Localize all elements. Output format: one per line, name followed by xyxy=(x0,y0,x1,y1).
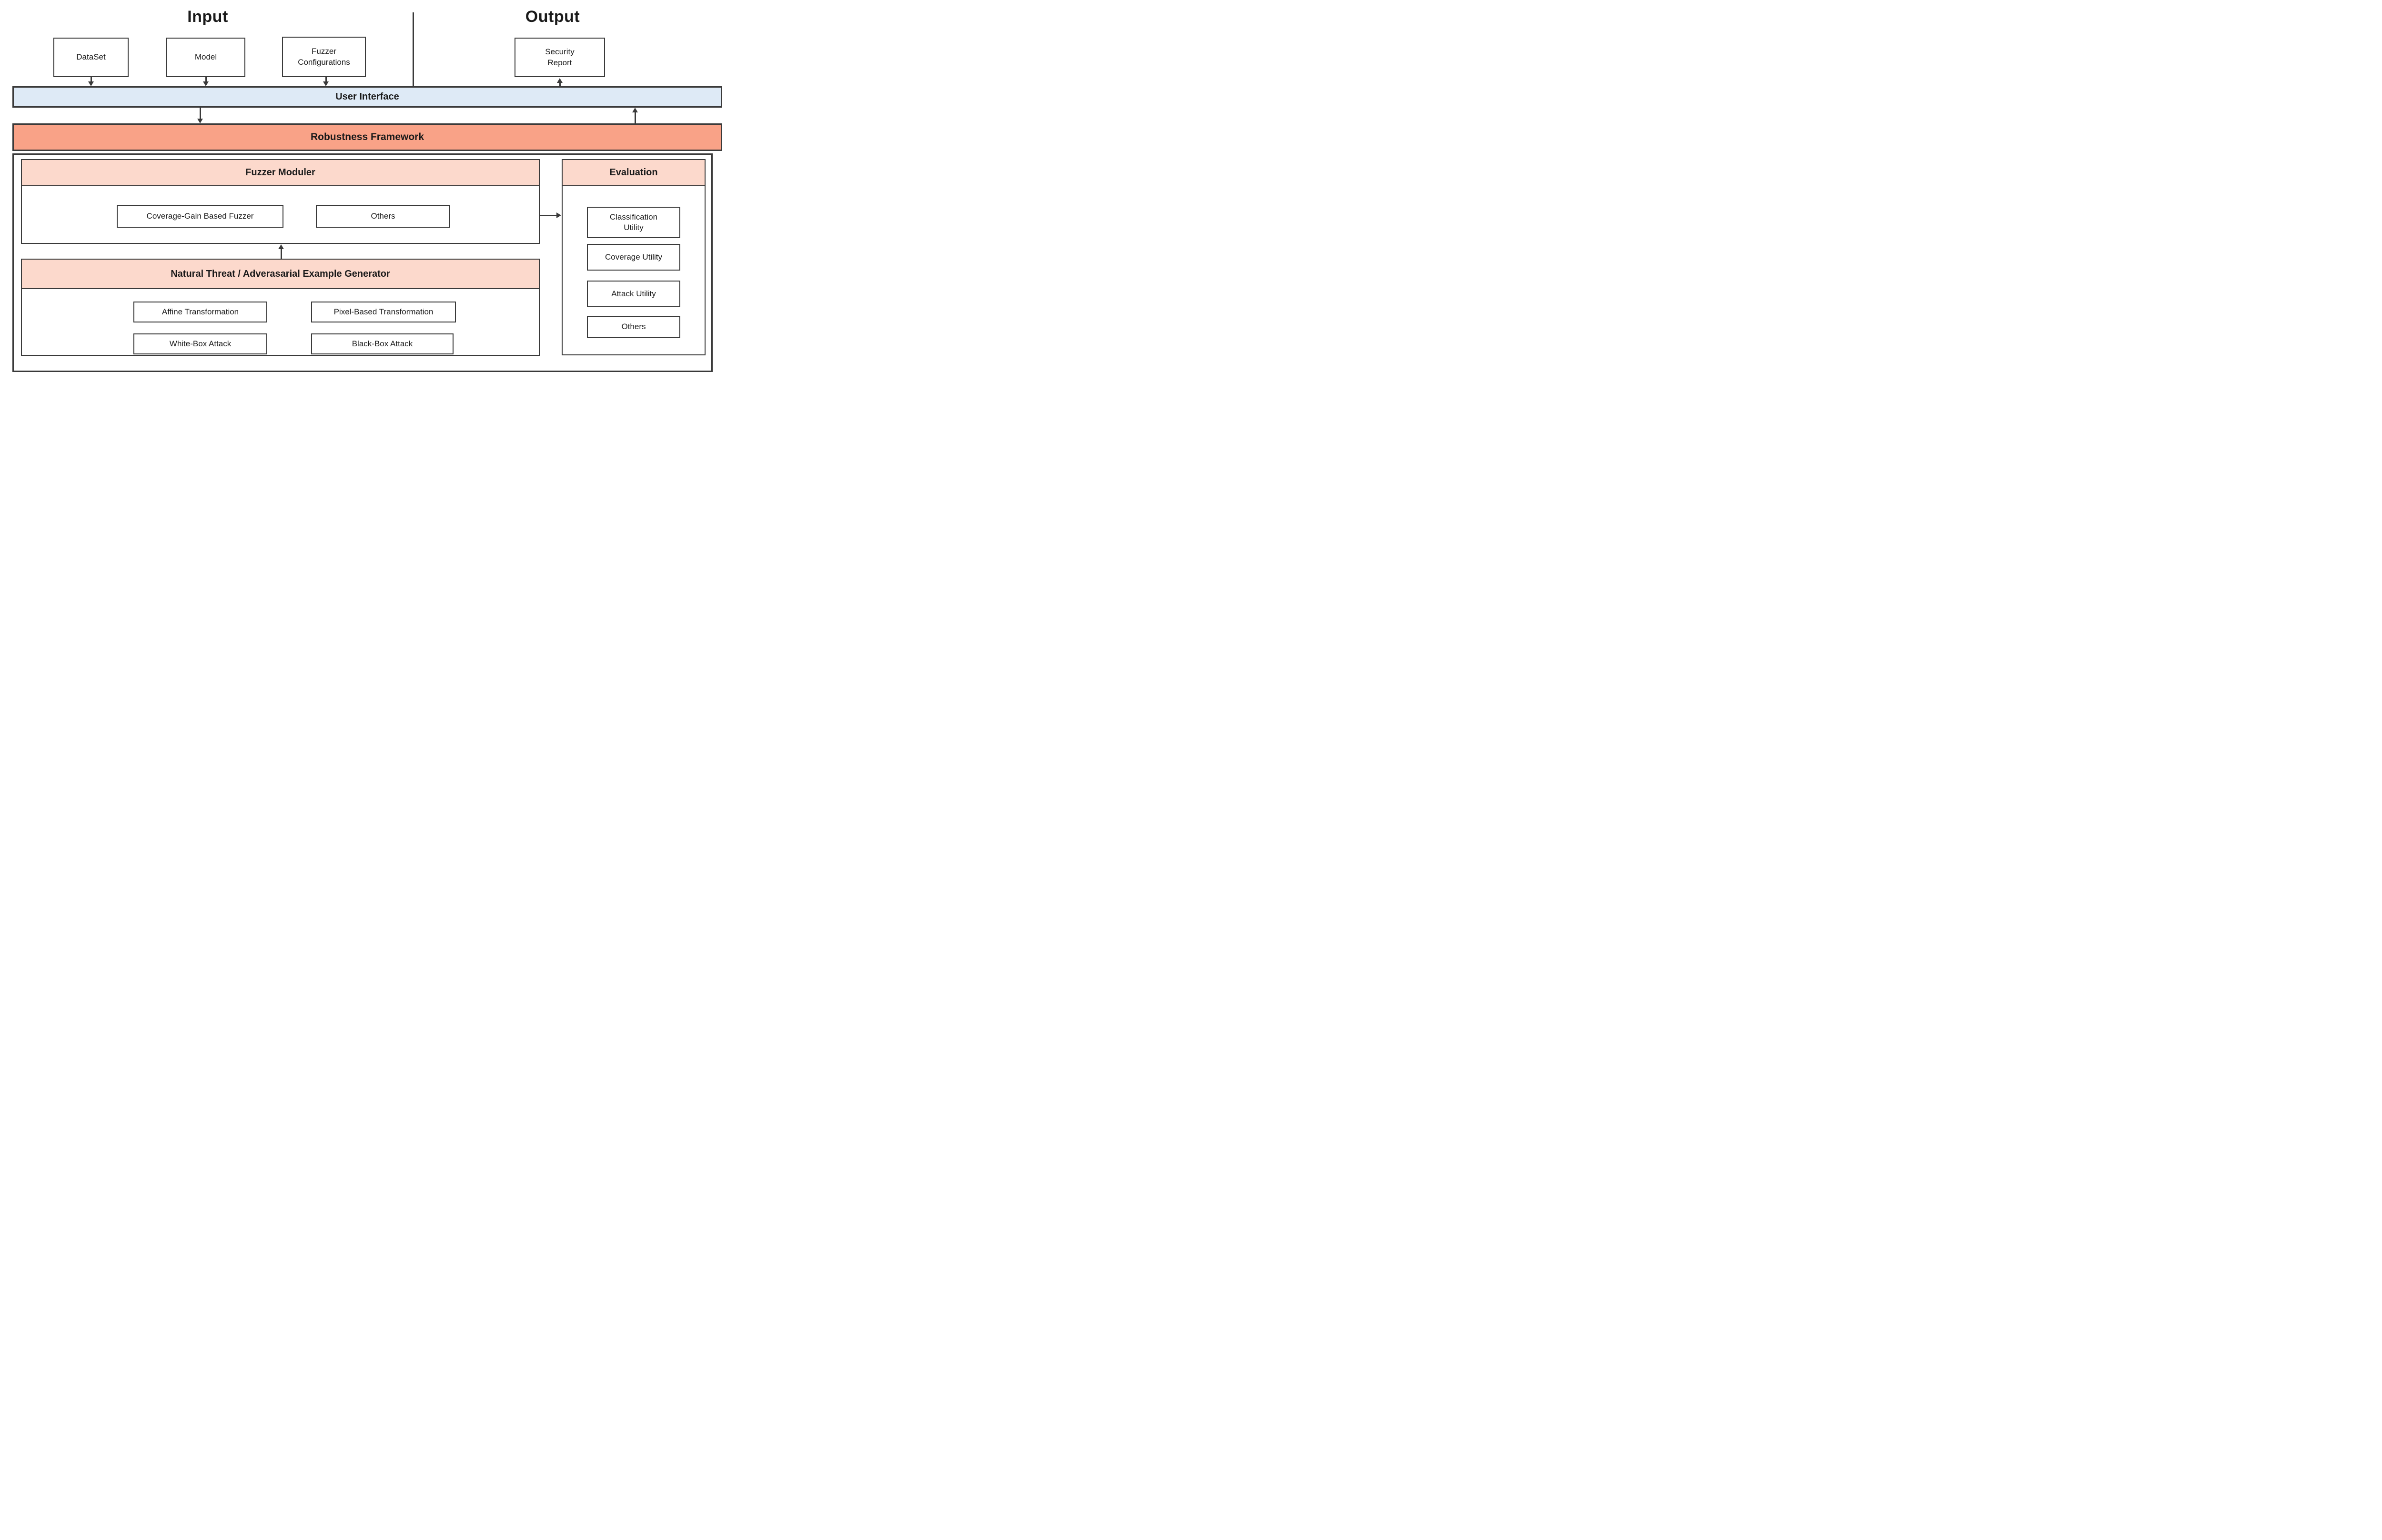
coverage-gain-fuzzer-box: Coverage-Gain Based Fuzzer xyxy=(117,205,283,228)
coverage-utility-box: Coverage Utility xyxy=(587,244,680,271)
black-box-attack-box: Black-Box Attack xyxy=(311,333,454,354)
affine-transformation-box: Affine Transformation xyxy=(133,302,267,322)
security-report-box: Security Report xyxy=(515,38,605,77)
others-fuzzer-box: Others xyxy=(316,205,450,228)
input-output-divider xyxy=(413,12,414,86)
output-title: Output xyxy=(525,8,580,26)
classification-utility-box: Classification Utility xyxy=(587,207,680,238)
robustness-framework-label: Robustness Framework xyxy=(310,131,424,142)
white-box-attack-box: White-Box Attack xyxy=(133,333,267,354)
robustness-framework-bar: Robustness Framework xyxy=(12,123,722,151)
input-title: Input xyxy=(187,8,228,26)
attack-utility-box: Attack Utility xyxy=(587,281,680,307)
fuzzer-moduler-header: Fuzzer Moduler xyxy=(22,160,539,186)
fuzzer-moduler-panel: Fuzzer Moduler xyxy=(21,159,540,244)
pixel-transformation-box: Pixel-Based Transformation xyxy=(311,302,456,322)
evaluation-title: Evaluation xyxy=(609,167,658,178)
others-evaluation-box: Others xyxy=(587,316,680,338)
generator-title: Natural Threat / Adverasarial Example Ge… xyxy=(171,268,390,279)
generator-panel: Natural Threat / Adverasarial Example Ge… xyxy=(21,259,540,356)
fuzzer-config-box: Fuzzer Configurations xyxy=(282,37,366,77)
evaluation-header: Evaluation xyxy=(563,160,705,186)
dataset-box: DataSet xyxy=(53,38,129,77)
architecture-diagram: Input Output DataSet Model Fuzzer Config… xyxy=(0,0,726,385)
user-interface-bar: User Interface xyxy=(12,86,722,108)
generator-header: Natural Threat / Adverasarial Example Ge… xyxy=(22,260,539,289)
model-box: Model xyxy=(166,38,245,77)
user-interface-label: User Interface xyxy=(335,91,399,102)
fuzzer-moduler-title: Fuzzer Moduler xyxy=(245,167,315,178)
